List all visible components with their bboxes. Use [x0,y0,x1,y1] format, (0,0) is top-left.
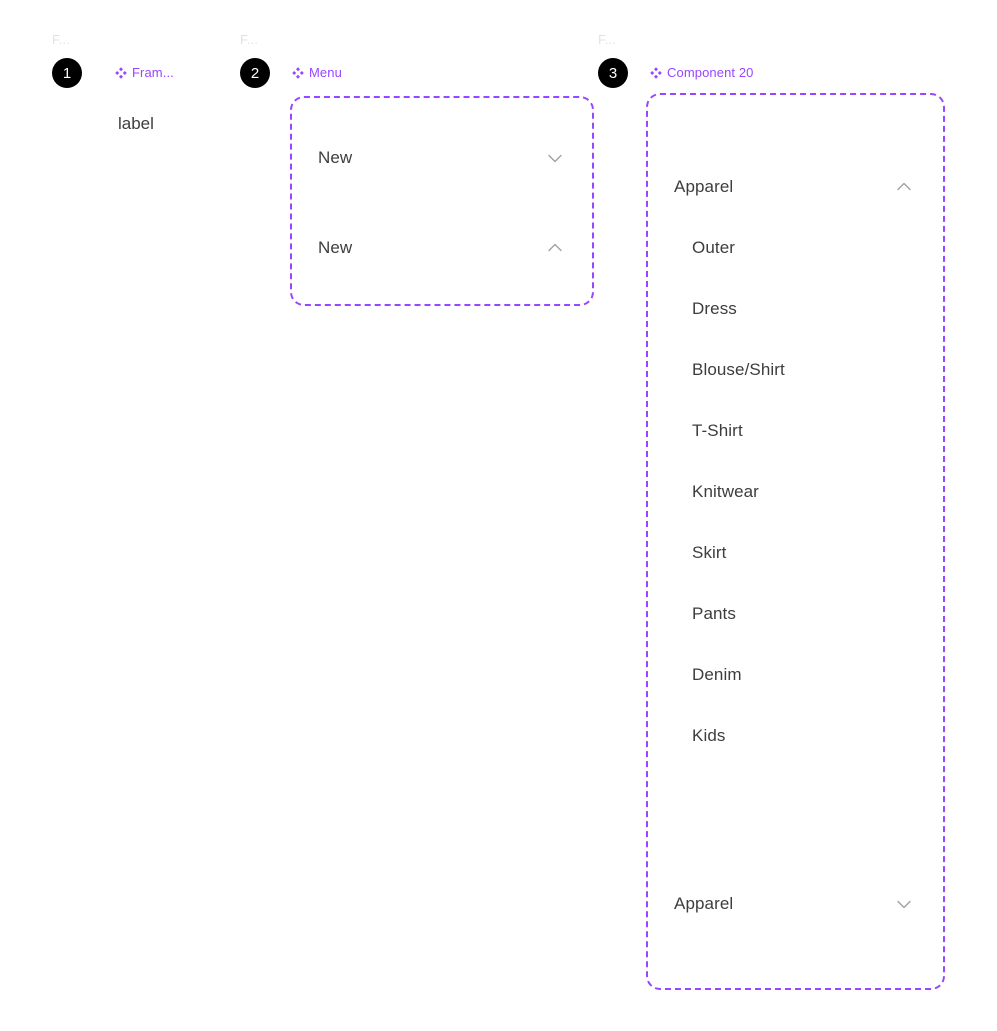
component-label-text-1: Fram... [132,65,174,80]
menu-selection-box [290,96,594,306]
annotation-badge-3[interactable]: 3 [598,58,628,88]
accordion-header-label: Apparel [674,177,734,196]
list-item-label: Pants [692,604,736,623]
component20-selection-box [646,93,945,990]
annotation-badge-1[interactable]: 1 [52,58,82,88]
list-item-label: Kids [692,726,726,745]
list-item[interactable]: Knitwear [674,476,915,508]
list-item-label: T-Shirt [692,421,743,440]
menu-row-label: New [318,148,353,167]
menu-row-new-2[interactable]: New [318,231,566,265]
chevron-up-icon[interactable] [893,176,915,198]
list-item[interactable]: Dress [674,293,915,325]
component-label-3[interactable]: Component 20 [650,65,753,80]
annotation-badge-2[interactable]: 2 [240,58,270,88]
list-item-label: Blouse/Shirt [692,360,785,379]
component-label-2[interactable]: Menu [292,65,342,80]
accordion-header-apparel[interactable]: Apparel [674,170,915,204]
list-item-label: Skirt [692,543,727,562]
frame-name-1: F... [52,32,71,47]
list-item[interactable]: Blouse/Shirt [674,354,915,386]
list-item[interactable]: Outer [674,232,915,264]
list-item-label: Outer [692,238,736,257]
component-diamond-icon [115,66,127,79]
list-item[interactable]: Pants [674,598,915,630]
chevron-down-icon[interactable] [893,893,915,915]
menu-row-label: New [318,238,353,257]
frame-name-3: F... [598,32,617,47]
component-label-text-2: Menu [309,65,342,80]
component-diamond-icon [650,66,662,79]
accordion-footer-apparel[interactable]: Apparel [674,887,915,921]
frame-name-2: F... [240,32,259,47]
list-item[interactable]: Denim [674,659,915,691]
list-item-label: Knitwear [692,482,759,501]
chevron-down-icon[interactable] [544,147,566,169]
chevron-up-icon[interactable] [544,237,566,259]
list-item[interactable]: Kids [674,720,915,752]
list-item-label: Dress [692,299,737,318]
component-label-1[interactable]: Fram... [115,65,174,80]
menu-row-new-1[interactable]: New [318,141,566,175]
list-item-label: Denim [692,665,742,684]
section1-label-text: label [118,114,154,133]
list-item[interactable]: Skirt [674,537,915,569]
component-diamond-icon [292,66,304,79]
component-label-text-3: Component 20 [667,65,754,80]
accordion-footer-label: Apparel [674,894,734,913]
list-item[interactable]: T-Shirt [674,415,915,447]
